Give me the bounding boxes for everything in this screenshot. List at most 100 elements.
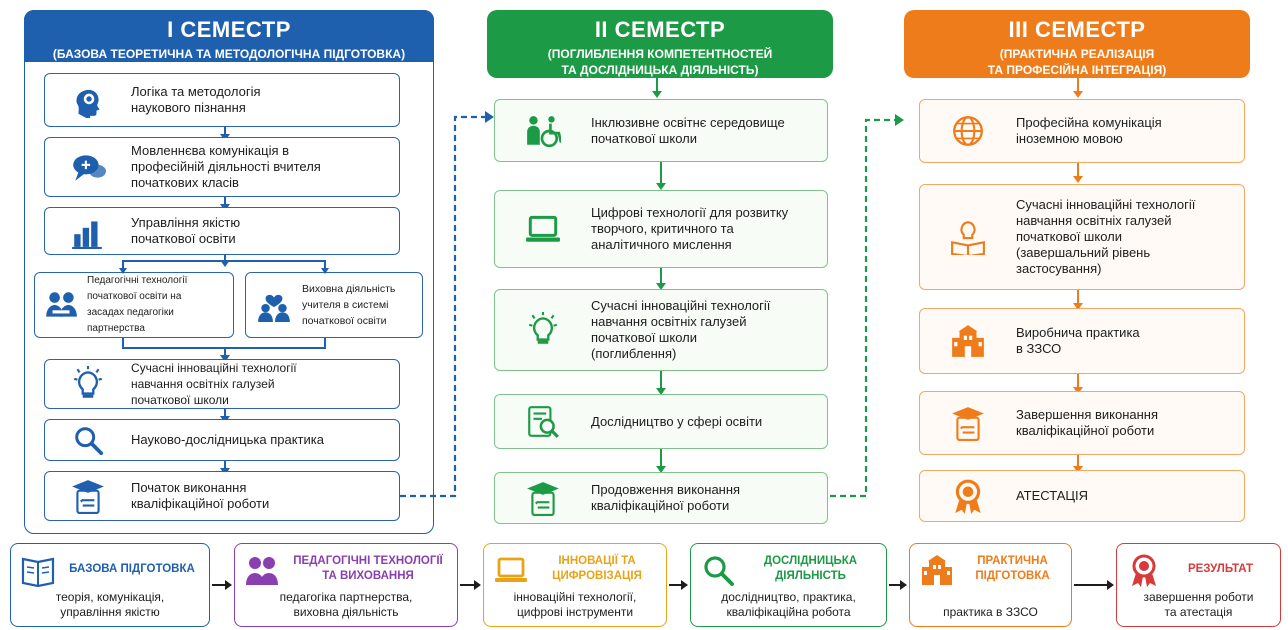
lightbulb-book-icon [951,221,985,255]
summary-arrowhead [474,580,481,590]
course-thesis-continuation-label: Продовження виконання кваліфікаційної ро… [591,482,741,513]
summary-text: педагогіка партнерства, виховна діяльніс… [279,590,413,619]
course-attestation: АТЕСТАЦІЯ [919,470,1245,522]
book-icon [21,557,55,588]
summary-arrowhead [225,580,232,590]
flow-arrow [656,162,666,190]
summary-card: ДОСЛІДНИЦЬКА ДІЯЛЬНІСТЬ дослідництво, пра… [690,543,887,627]
summary-title: ПРАКТИЧНА ПІДГОТОВКА [975,555,1050,582]
laptop-icon [495,557,527,582]
course-speech-communication-label: Мовленнєва комунікація в професійній дія… [131,143,321,190]
course-digital-technologies-label: Цифрові технології для розвитку творчого… [591,205,789,252]
course-foreign-language-label: Професійна комунікація іноземною мовою [1016,115,1162,146]
document-search-icon [528,405,559,438]
course-digital-technologies: Цифрові технології для розвитку творчого… [494,190,828,268]
course-innovative-tech-deep: Сучасні інноваційні технології навчання … [494,289,828,371]
course-thesis-start-label: Початок виконання кваліфікаційної роботи [131,480,270,511]
flow-arrow [652,78,662,98]
semester-3-header: ІІІ СЕМЕСТР (ПРАКТИЧНА РЕАЛІЗАЦІЯ ТА ПРО… [904,10,1250,78]
semester-2-subtitle: (ПОГЛИБЛЕННЯ КОМПЕТЕНТНОСТЕЙ ТА ДОСЛІДНИ… [547,47,773,77]
flow-arrow [220,127,230,141]
lightbulb-icon [73,366,103,398]
course-speech-communication: Мовленнєва комунікація в професійній дія… [44,137,400,197]
summary-card: ІННОВАЦІЇ ТА ЦИФРОВІЗАЦІЯ інноваційні тех… [483,543,667,627]
summary-arrowhead [1107,580,1114,590]
summary-card: РЕЗУЛЬТАТ завершення роботи та атестація [1116,543,1281,627]
connector-s2-to-s3 [830,118,895,498]
flow-arrow [656,449,666,473]
course-educational-research: Дослідництво у сфері освіти [494,394,828,449]
course-foreign-language: Професійна комунікація іноземною мовою [919,99,1245,163]
head-gear-icon [76,89,100,118]
graduation-checklist-icon [527,482,559,516]
flow-arrow [220,461,230,475]
flow-arrow [656,268,666,290]
family-heart-icon [258,294,290,322]
school-building-icon [922,555,952,585]
flow-arrow [220,197,230,211]
course-innovative-tech-final: Сучасні інноваційні технології навчання … [919,184,1245,290]
flow-arrow [1073,374,1083,394]
semester-2-title: ІІ СЕМЕСТР [594,17,726,42]
course-inclusive-environment: Інклюзивне освітнє середовище початкової… [494,99,828,162]
course-educational-research-label: Дослідництво у сфері освіти [591,413,763,429]
flow-arrow [656,371,666,395]
course-industrial-practice-label: Виробнича практика в ЗЗСО [1016,325,1140,356]
people-icon [246,557,278,585]
course-quality-management-label: Управління якістю початкової освіти [131,215,241,246]
course-thesis-start: Початок виконання кваліфікаційної роботи [44,471,400,521]
flow-arrow [1073,78,1083,98]
summary-arrowhead [681,580,688,590]
partnership-icon [46,292,77,317]
globe-icon [953,116,983,146]
course-attestation-label: АТЕСТАЦІЯ [1016,488,1089,503]
semester-2-header: ІІ СЕМЕСТР (ПОГЛИБЛЕННЯ КОМПЕТЕНТНОСТЕЙ … [487,10,833,78]
course-thesis-completion-label: Завершення виконання кваліфікаційної роб… [1016,407,1159,438]
course-thesis-continuation: Продовження виконання кваліфікаційної ро… [494,472,828,524]
summary-arrowhead [900,580,907,590]
course-educational-activity-label: Виховна діяльність учителя в системі поч… [302,283,396,327]
course-innovative-tech-deep-label: Сучасні інноваційні технології навчання … [591,298,771,361]
course-thesis-completion: Завершення виконання кваліфікаційної роб… [919,391,1245,455]
summary-text: завершення роботи та атестація [1143,590,1254,619]
course-logic-methodology: Логіка та методологія наукового пізнання [44,73,400,127]
flow-arrow [220,409,230,423]
course-logic-methodology-label: Логіка та методологія наукового пізнання [131,84,261,115]
flow-arrow [220,255,230,267]
summary-text: дослідництво, практика, кваліфікаційна р… [721,590,856,619]
award-icon [955,479,981,514]
semester-3-title: ІІІ СЕМЕСТР [1008,17,1146,42]
summary-card: ПЕДАГОГІЧНІ ТЕХНОЛОГІЇ ТА ВИХОВАННЯ педаг… [234,543,458,627]
course-innovative-tech-final-label: Сучасні інноваційні технології навчання … [1016,197,1196,276]
course-inclusive-environment-label: Інклюзивне освітнє середовище початкової… [591,114,785,146]
summary-text: практика в ЗЗСО [943,605,1038,619]
lightbulb-icon [528,312,558,344]
graduation-checklist-icon [72,480,104,514]
summary-card: ПРАКТИЧНА ПІДГОТОВКА практика в ЗЗСО [909,543,1072,627]
bar-chart-icon [72,221,102,249]
flow-arrow [1073,290,1083,310]
course-innovative-tech: Сучасні інноваційні технології навчання … [44,359,400,409]
course-educational-activity: Виховна діяльність учителя в системі поч… [245,272,423,338]
summary-title: ІННОВАЦІЇ ТА ЦИФРОВІЗАЦІЯ [552,555,642,582]
summary-text: теорія, комунікація, управління якістю [55,590,165,619]
connector-s2-to-s3-arrowhead [895,114,904,126]
summary-title: ДОСЛІДНИЦЬКА ДІЯЛЬНІСТЬ [763,555,858,582]
inclusion-icon [527,115,561,147]
speech-bubbles-icon [73,155,106,181]
course-innovative-tech-label: Сучасні інноваційні технології навчання … [131,361,297,407]
flow-arrow [1073,455,1083,473]
summary-title: РЕЗУЛЬТАТ [1187,563,1254,575]
course-quality-management: Управління якістю початкової освіти [44,207,400,255]
course-research-practice: Науково-дослідницька практика [44,419,400,461]
summary-text: інноваційні технології, цифрові інструме… [513,590,637,619]
semester-1-subtitle: (БАЗОВА ТЕОРЕТИЧНА ТА МЕТОДОЛОГІЧНА ПІДГ… [52,47,406,61]
connector-s1-to-s2-arrowhead [485,111,494,123]
course-research-practice-label: Науково-дослідницька практика [131,432,324,447]
flow-arrow [1073,163,1083,183]
summary-title: ПЕДАГОГІЧНІ ТЕХНОЛОГІЇ ТА ВИХОВАННЯ [293,555,443,582]
laptop-icon [526,215,560,242]
school-building-icon [952,325,984,357]
semester-1-title: І СЕМЕСТР [167,17,291,42]
